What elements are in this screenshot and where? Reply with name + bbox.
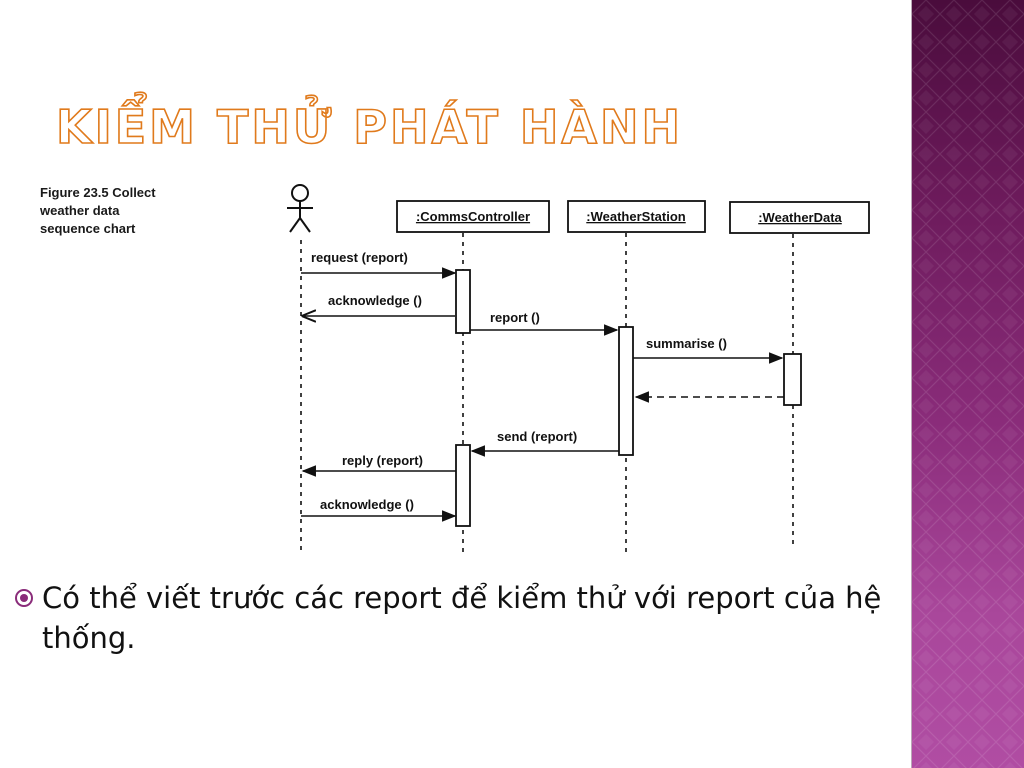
figure-caption: Figure 23.5 Collect weather data sequenc… <box>40 184 210 238</box>
message-label: request (report) <box>311 250 408 265</box>
lifeline-label: :WeatherData <box>758 210 842 225</box>
message-label: summarise () <box>646 336 727 351</box>
decorative-sidebar <box>912 0 1024 768</box>
bullet-item: Có thể viết trước các report để kiểm thử… <box>14 578 904 658</box>
circle-bullet-icon <box>15 589 33 607</box>
figure-caption-line: sequence chart <box>40 221 136 236</box>
lifeline-box: :CommsController <box>396 200 550 233</box>
message-label: reply (report) <box>342 453 423 468</box>
actor-icon <box>287 184 313 233</box>
bullet-text: Có thể viết trước các report để kiểm thử… <box>42 581 882 655</box>
message-arrows <box>301 267 784 522</box>
message-label: acknowledge () <box>328 293 422 308</box>
figure-caption-line: weather data <box>40 203 120 218</box>
figure-caption-line: Figure 23.5 Collect <box>40 185 156 200</box>
message-label: send (report) <box>497 429 577 444</box>
message-label: acknowledge () <box>320 497 414 512</box>
sidebar-pattern <box>912 0 1024 768</box>
message-label: report () <box>490 310 540 325</box>
lifeline-label: :CommsController <box>416 209 530 224</box>
lifeline-box: :WeatherStation <box>567 200 706 233</box>
slide-title: Kiểm thử phát hành <box>55 99 684 155</box>
sequence-diagram: :CommsController :WeatherStation :Weathe… <box>287 184 870 552</box>
activation-bars <box>455 269 802 527</box>
lifeline-label: :WeatherStation <box>586 209 685 224</box>
lifeline-box: :WeatherData <box>729 201 870 234</box>
